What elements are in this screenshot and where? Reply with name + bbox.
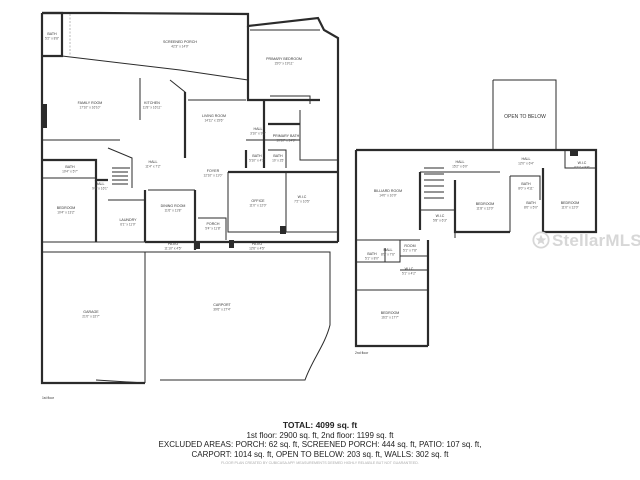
room-wic-2c: W.I.C: [405, 267, 414, 271]
room-family-room: FAMILY ROOM: [78, 101, 103, 105]
room-bedroom-left-dim: 10'4" x 13'2": [57, 211, 74, 215]
room-porch-dim: 5'4" x 11'8": [205, 227, 220, 231]
room-office-dim: 11'0" x 12'0": [249, 204, 266, 208]
room-dining-room: DINING ROOM: [161, 204, 186, 208]
room-hall-a: HALL: [254, 127, 263, 131]
room-wic-2a-dim: 5'8" x 6'3": [433, 219, 447, 223]
room-bath-small-dim: 5'10" x 4'1": [249, 159, 265, 163]
room-bedroom-2a-dim: 11'8" x 12'0": [476, 207, 493, 211]
room-bath-top-dim: 5'2" x 8'8": [45, 37, 59, 41]
room-bedroom-2a: BEDROOM: [476, 202, 495, 206]
disclaimer: FLOOR PLAN CREATED BY CUBICASA APP. MEAS…: [221, 461, 419, 465]
room-screened-porch-dim: 42'3" x 14'0": [171, 45, 188, 49]
room-kitchen-dim: 11'8" x 16'11": [143, 106, 162, 110]
excluded-areas-line: EXCLUDED AREAS: PORCH: 62 sq. ft, SCREEN…: [158, 440, 482, 449]
room-bath-2a: BATH: [521, 182, 531, 186]
room-screened-porch: SCREENED PORCH: [163, 40, 197, 44]
room-kitchen: KITCHEN: [144, 101, 160, 105]
room-bath-2c-dim: 5'1" x 8'0": [365, 257, 379, 261]
room-wic-2a: W.I.C: [436, 214, 445, 218]
room-hall-2c-dim: 8'9" x 7'6": [381, 253, 395, 257]
room-foyer: FOYER: [207, 169, 220, 173]
room-bath-2c: BATH: [367, 252, 377, 256]
room-primary-bedroom-dim: 15'0" x 19'11": [274, 62, 293, 66]
room-bath-small: BATH: [252, 154, 262, 158]
stairs-second-floor: [424, 167, 444, 199]
room-garage: GARAGE: [83, 310, 99, 314]
room-patio-b-dim: 12'6" x 4'5": [249, 247, 265, 251]
room-hall-a-dim: 3'10" x 9'2": [250, 132, 266, 136]
room-hall-left-dim: 9'4" x 16'1": [92, 187, 108, 191]
room-room-2: ROOM: [404, 244, 415, 248]
room-family-room-dim: 17'10" x 16'10": [79, 106, 100, 110]
room-office: OFFICE: [251, 199, 265, 203]
room-carport: CARPORT: [213, 303, 231, 307]
second-floor-plan: [354, 79, 598, 348]
room-bedroom-2c: BEDROOM: [381, 311, 400, 315]
excluded-areas-line-2: CARPORT: 1014 sq. ft, OPEN TO BELOW: 203…: [191, 450, 449, 459]
room-bath-top: BATH: [47, 32, 57, 36]
room-bedroom-2b-dim: 11'0" x 12'0": [561, 206, 578, 210]
room-bath-2a-dim: 8'0" x 4'11": [518, 187, 533, 191]
room-bath-2b-dim: 8'0" x 5'0": [524, 206, 538, 210]
room-bath-small2: BATH: [273, 154, 283, 158]
room-hall-2b: HALL: [522, 157, 531, 161]
room-bedroom-2c-dim: 16'2" x 17'7": [381, 316, 398, 320]
room-dining-room-dim: 11'6" x 11'8": [164, 209, 181, 213]
room-living-room-dim: 14'11" x 15'6": [204, 119, 223, 123]
room-foyer-dim: 12'10" x 11'0": [203, 174, 222, 178]
stairs-first-floor: [112, 171, 128, 185]
room-billiard-room: BILLIARD ROOM: [374, 189, 402, 193]
room-patio-a: PATIO: [168, 242, 178, 246]
room-primary-bath-dim: 10'10" x 14'6": [276, 139, 295, 143]
room-wic-2c-dim: 5'1" x 4'2": [402, 272, 416, 276]
room-wic-2b-dim: 6'11" x 8'8": [574, 166, 589, 170]
total-area: TOTAL: 4099 sq. ft: [282, 420, 358, 430]
room-bath-left: BATH: [65, 165, 75, 169]
room-wic: W.I.C: [298, 195, 307, 199]
room-hall-left: HALL: [96, 182, 105, 186]
room-living-room: LIVING ROOM: [202, 114, 226, 118]
room-primary-bedroom: PRIMARY BEDROOM: [266, 57, 302, 61]
room-billiard-room-dim: 14'0" x 10'0": [379, 194, 396, 198]
room-garage-dim: 21'0" x 32'7": [82, 315, 99, 319]
room-laundry-dim: 6'1" x 11'0": [120, 223, 135, 227]
floor-areas-line: 1st floor: 2900 sq. ft, 2nd floor: 1199 …: [246, 431, 394, 440]
room-carport-dim: 39'6" x 27'4": [213, 308, 230, 312]
room-patio-a-dim: 11'10" x 4'5": [164, 247, 181, 251]
watermark-text: StellarMLS: [552, 231, 640, 250]
room-primary-bath: PRIMARY BATH: [273, 134, 300, 138]
room-bath-2b: BATH: [526, 201, 536, 205]
open-to-below-label: OPEN TO BELOW: [504, 114, 546, 120]
room-patio-b: PATIO: [252, 242, 262, 246]
room-hall-mid: HALL: [149, 160, 158, 164]
room-bedroom-left: BEDROOM: [57, 206, 76, 210]
room-bedroom-2b: BEDROOM: [561, 201, 580, 205]
room-hall-2b-dim: 12'0" x 6'4": [518, 162, 534, 166]
room-hall-2a-dim: 15'2" x 6'0": [452, 165, 468, 169]
room-wic-2b: W.I.C: [578, 161, 587, 165]
room-room-2-dim: 5'1" x 7'8": [403, 249, 417, 253]
room-hall-mid-dim: 11'4" x 7'2": [145, 165, 160, 169]
first-floor-label: 1st floor: [42, 396, 55, 400]
room-hall-2a: HALL: [456, 160, 465, 164]
room-bath-small2-dim: 10' x 25': [272, 159, 284, 163]
room-hall-2c: HALL: [384, 248, 393, 252]
room-porch: PORCH: [207, 222, 220, 226]
room-wic-dim: 7'2" x 10'5": [294, 200, 310, 204]
stellar-logo-icon: [532, 231, 550, 249]
room-bath-left-dim: 10'4" x 5'7": [62, 170, 78, 174]
second-floor-label: 2nd floor: [355, 351, 369, 355]
first-floor-plan: [40, 11, 340, 385]
room-laundry: LAUNDRY: [119, 218, 137, 222]
